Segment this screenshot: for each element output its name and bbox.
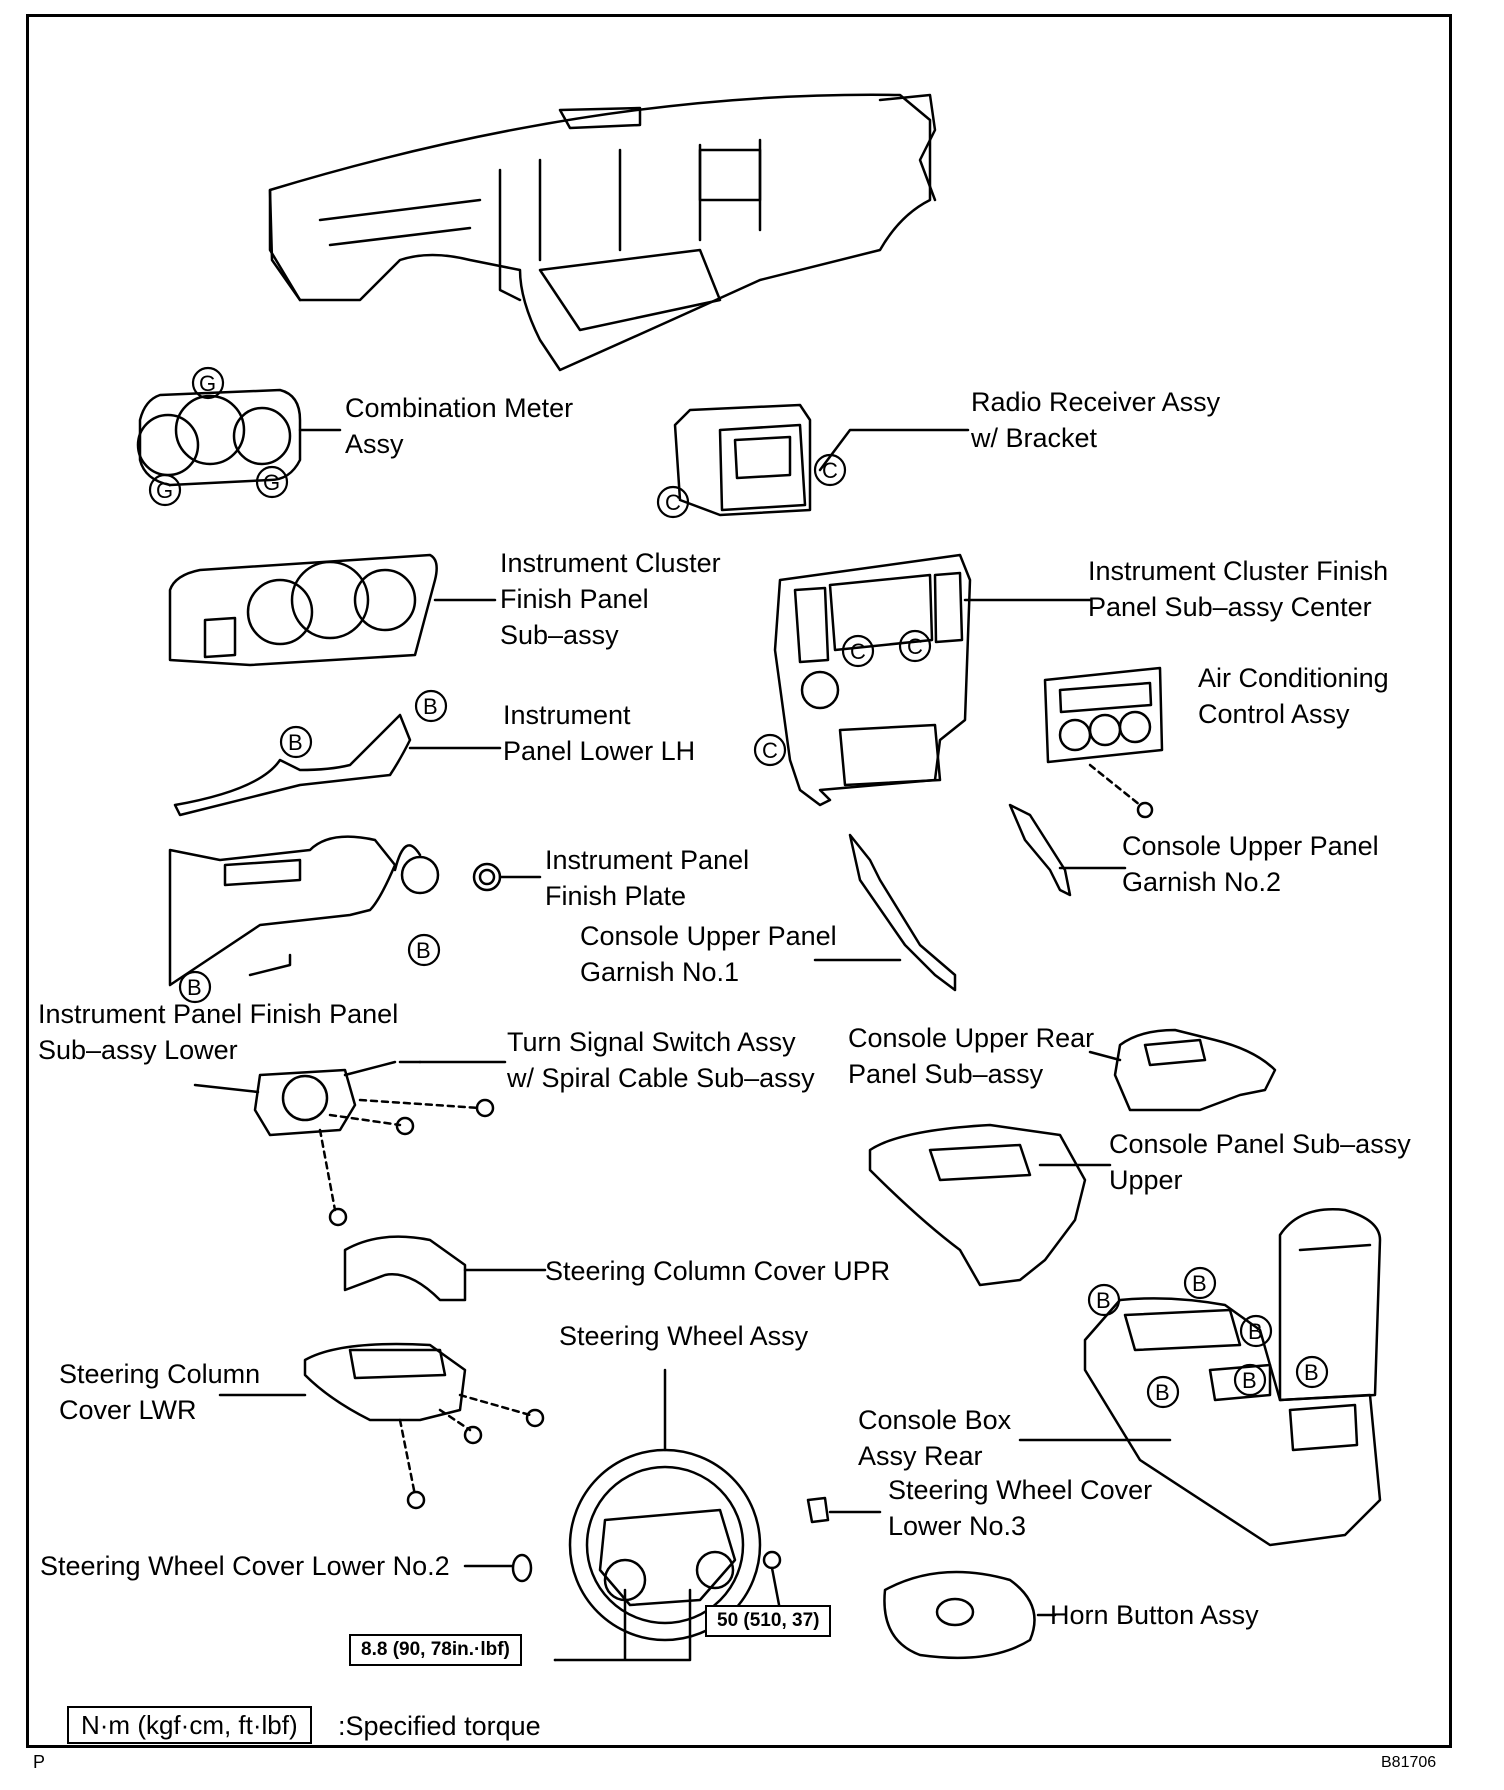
label-column-cover-lwr: Steering Column Cover LWR [59,1359,261,1425]
label-wheel-cover-2: Steering Wheel Cover Lower No.2 [40,1551,450,1581]
label-console-rear-panel: Console Upper Rear Panel Sub–assy [848,1023,1095,1089]
diagram-frame [26,14,1452,1748]
column-cover-upr-drawing [343,1235,547,1302]
console-box-rear-drawing [1018,1208,1382,1547]
torque-box-wheel: 8.8 (90, 78in.·lbf) [349,1634,522,1666]
finish-plate-drawing [472,862,542,892]
combination-meter-drawing [136,388,342,487]
clip-letter: B [1096,1288,1111,1313]
label-turn-signal: Turn Signal Switch Assy w/ Spiral Cable … [507,1027,815,1093]
clip-letter: B [1192,1271,1207,1296]
cluster-finish-panel-drawing [168,553,497,667]
label-console-garnish-2: Console Upper Panel Garnish No.2 [1122,831,1379,897]
console-garnish-1-drawing [813,833,957,992]
label-column-cover-upr: Steering Column Cover UPR [545,1256,891,1286]
dashboard-reinforcement [268,93,937,372]
clip-letter: B [1304,1360,1319,1385]
clip-letter: C [907,634,923,659]
console-rear-panel-drawing [1088,1028,1277,1112]
horn-button-drawing [883,1570,1057,1660]
panel-lower-lh-drawing [173,713,502,817]
clip-letter: B [187,975,202,1000]
label-console-panel-upper: Console Panel Sub–assy Upper [1109,1129,1411,1195]
legend-text: :Specified torque [338,1711,541,1741]
cluster-finish-center-drawing [773,553,1092,807]
steering-wheel-drawing [553,1368,782,1662]
wheel-cover-3-drawing [806,1496,882,1524]
label-steering-wheel: Steering Wheel Assy [559,1321,809,1351]
finish-panel-lower-drawing [168,835,440,987]
label-console-box-rear: Console Box Assy Rear [858,1405,1012,1471]
label-horn-button: Horn Button Assy [1050,1600,1259,1630]
ac-control-drawing [1043,666,1164,819]
clip-letter: G [156,478,174,503]
label-cluster-finish-panel: Instrument Cluster Finish Panel Sub–assy [500,548,721,650]
clip-letter: G [199,371,217,396]
clip-markers [148,366,1329,1409]
clip-letter: B [416,938,431,963]
clip-letter: B [423,694,438,719]
clip-letter: B [1242,1368,1257,1393]
clip-letter: B [1248,1319,1263,1344]
label-finish-plate: Instrument Panel Finish Plate [545,845,750,911]
label-ac-control: Air Conditioning Control Assy [1198,663,1389,729]
label-panel-lower-lh: Instrument Panel Lower LH [503,700,696,766]
label-cluster-finish-center: Instrument Cluster Finish Panel Sub–assy… [1088,556,1389,622]
turn-signal-switch-drawing [193,1060,507,1227]
label-finish-panel-lower: Instrument Panel Finish Panel Sub–assy L… [38,999,399,1065]
figure-code: B81706 [1381,1754,1437,1771]
label-combination-meter: Combination Meter Assy [345,393,574,459]
radio-receiver-drawing [673,403,970,517]
clip-letter: B [288,730,303,755]
clip-letter: C [762,738,778,763]
clip-letter: G [263,470,281,495]
clip-letter: C [850,639,866,664]
legend-torque-box: N·m (kgf·cm, ft·lbf) [67,1706,312,1744]
wheel-cover-2-drawing [463,1553,533,1583]
label-wheel-cover-3: Steering Wheel Cover Lower No.3 [888,1475,1153,1541]
clip-letter: C [665,490,681,515]
clip-letter: B [1155,1380,1170,1405]
console-garnish-2-drawing [1008,803,1127,897]
torque-box-horn: 50 (510, 37) [705,1605,832,1637]
label-radio-receiver: Radio Receiver Assy w/ Bracket [971,387,1221,453]
console-panel-upper-drawing [868,1123,1112,1287]
label-console-garnish-1: Console Upper Panel Garnish No.1 [580,921,837,987]
column-cover-lwr-drawing [218,1342,545,1510]
corner-mark-left: P [33,1752,46,1772]
clip-letter: C [822,458,838,483]
